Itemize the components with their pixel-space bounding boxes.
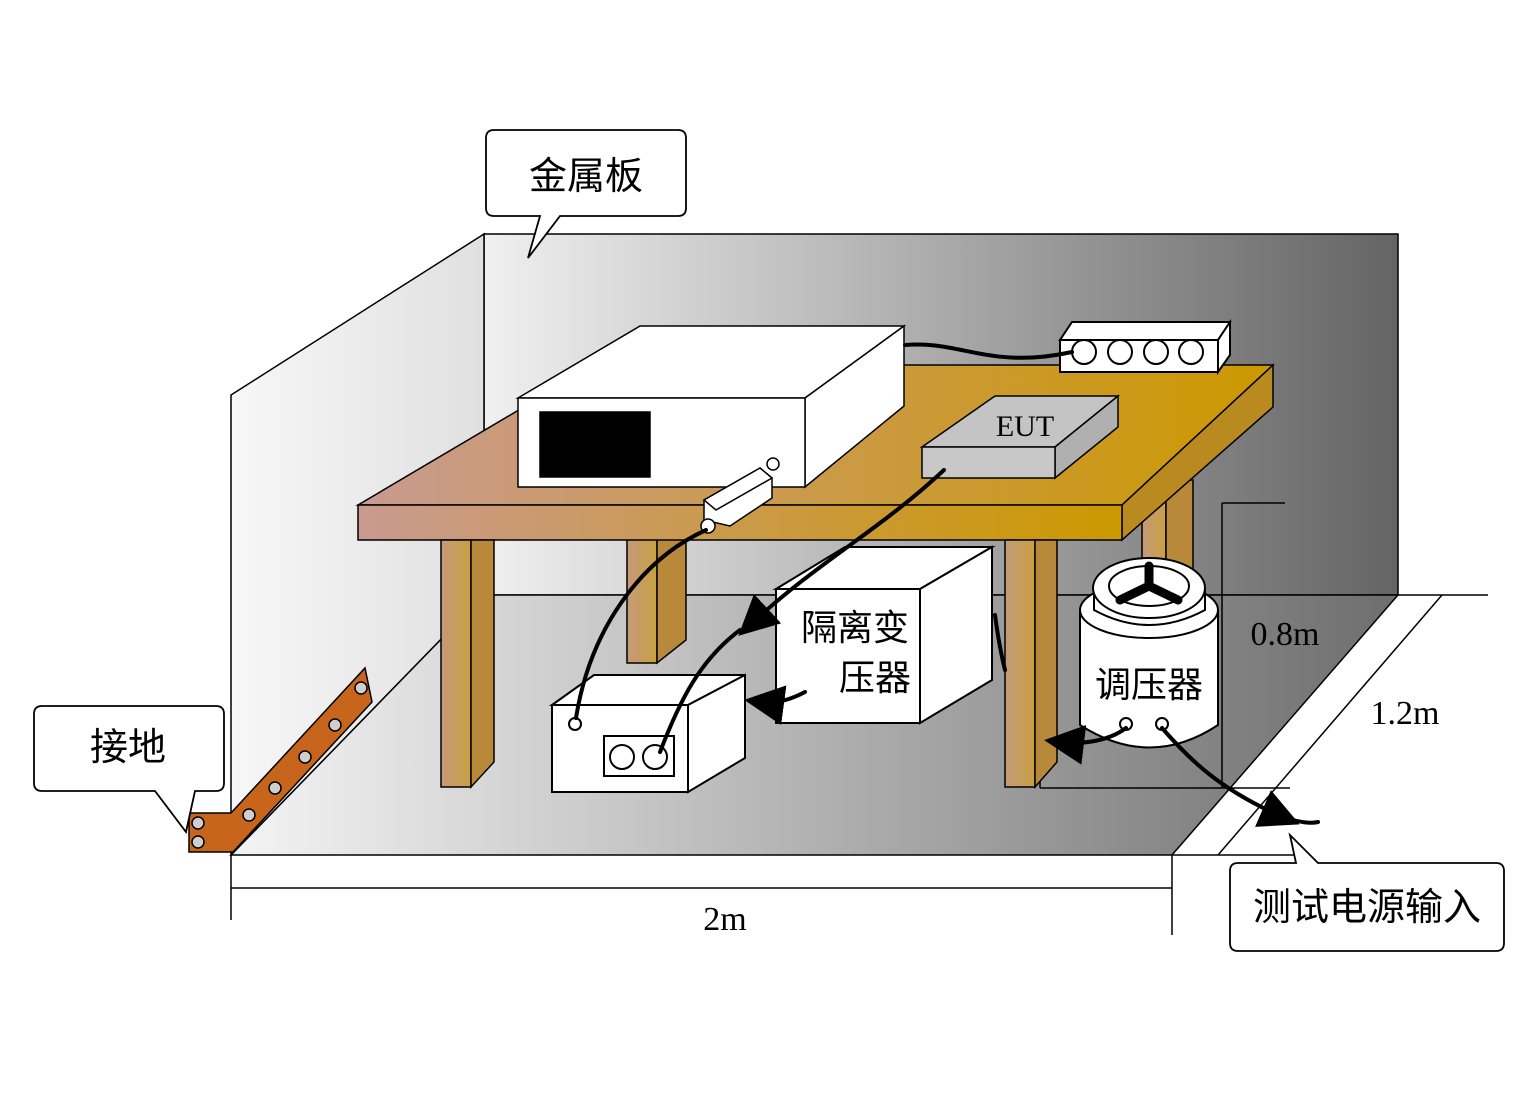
callout-grounding: 接地 <box>33 705 225 835</box>
socket-icon <box>1178 339 1204 365</box>
socket-icon <box>1107 339 1133 365</box>
cable-coupler-to-transformer <box>658 628 742 754</box>
socket-icon <box>1143 339 1169 365</box>
isolation-transformer-label-1: 隔离变 <box>801 608 909 649</box>
table-legs-back <box>626 479 1194 665</box>
dim-width-label: 2m <box>703 901 746 938</box>
test-power-input-label: 测试电源输入 <box>1253 885 1481 929</box>
cable-power-input-tail <box>1283 816 1320 825</box>
isolation-transformer-label-2: 压器 <box>839 658 911 699</box>
instrument-box <box>515 324 907 489</box>
power-strip <box>1058 318 1232 376</box>
cable-eut-to-transformer <box>738 468 946 636</box>
instrument-display <box>539 411 651 478</box>
voltage-regulator-label: 调压器 <box>1095 665 1203 706</box>
metal-plate-label: 金属板 <box>529 154 643 198</box>
voltage-regulator <box>1079 557 1219 749</box>
dim-depth-label: 1.2m <box>1371 695 1440 732</box>
cable-instrument-to-strip <box>903 342 1074 360</box>
callout-test-power-input: 测试电源输入 <box>1229 832 1505 952</box>
eut-label: EUT <box>996 410 1054 443</box>
cable-regulator-to-transformer <box>993 613 1007 672</box>
cable-power-input <box>1160 726 1300 827</box>
cable-transformer-to-coupler <box>744 685 807 725</box>
callout-metal-plate: 金属板 <box>485 129 687 259</box>
socket-icon <box>1071 339 1097 365</box>
dim-height-label: 0.8m <box>1251 616 1320 653</box>
grounding-label: 接地 <box>90 725 166 769</box>
probe <box>700 457 780 534</box>
socket-icon <box>609 744 635 770</box>
cable-probe-to-coupler <box>574 528 708 720</box>
cable-regulator-out <box>1044 724 1128 765</box>
cables <box>574 342 1320 827</box>
eut-box <box>919 394 1121 480</box>
coupling-box <box>548 673 746 794</box>
